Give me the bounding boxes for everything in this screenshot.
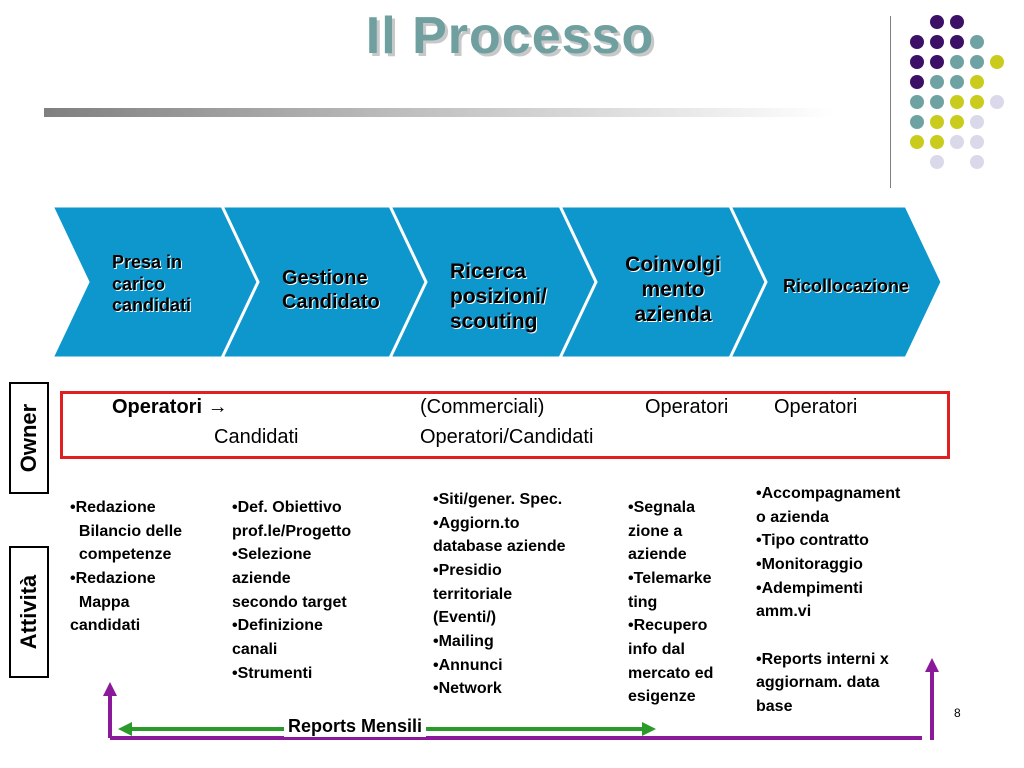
decorative-dot xyxy=(970,95,984,109)
activities-side-label: Attività xyxy=(16,574,41,650)
title-underline-bar xyxy=(44,108,834,117)
decorative-dot xyxy=(950,35,964,49)
decorative-dot xyxy=(930,155,944,169)
decorative-dot xyxy=(950,55,964,69)
activities-side-label-box: Attività xyxy=(9,546,49,678)
owner-operatori-candidati: Operatori/Candidati xyxy=(420,426,594,448)
activity-list-ricerca-posizioni: •Siti/gener. Spec. •Aggiorn.to database … xyxy=(433,491,566,698)
decorative-dot xyxy=(990,95,1004,109)
owner-operatori-1: Operatori xyxy=(645,396,729,418)
reports-mensili-label: Reports Mensili xyxy=(284,716,427,737)
page-number: 8 xyxy=(954,706,961,720)
green-arrow-left-head xyxy=(118,722,132,736)
decorative-dot xyxy=(970,55,984,69)
activity-list-presa-in-carico: •Redazione Bilancio delle competenze •Re… xyxy=(70,499,183,635)
decorative-dot xyxy=(910,35,924,49)
activity-list-ricollocazione: •Accompagnament o azienda •Tipo contratt… xyxy=(756,485,901,716)
decorative-dot xyxy=(950,15,964,29)
activity-list-coinvolgimento: •Segnala zione a aziende •Telemarke ting… xyxy=(628,499,714,706)
decorative-dot xyxy=(930,115,944,129)
activity-list-gestione-candidato: •Def. Obiettivo prof.le/Progetto •Selezi… xyxy=(232,499,352,682)
decorative-dot xyxy=(970,115,984,129)
slide-title: Il Processo xyxy=(365,7,655,65)
purple-arrow-left-head xyxy=(103,682,117,696)
purple-arrow-right-head xyxy=(925,658,939,672)
decorative-dot xyxy=(930,75,944,89)
owner-commerciali: (Commerciali) xyxy=(420,396,545,418)
step-label-ricollocazione: Ricollocazione xyxy=(783,276,910,296)
decorative-dot-grid xyxy=(910,15,1004,169)
decorative-dot xyxy=(950,75,964,89)
decorative-dot xyxy=(970,135,984,149)
decorative-dot xyxy=(970,35,984,49)
owner-candidati: Candidati xyxy=(214,426,299,448)
green-arrow-right-head xyxy=(642,722,656,736)
decorative-dot xyxy=(950,95,964,109)
owner-operatori-arrow: Operatori → xyxy=(112,396,228,418)
decorative-dot xyxy=(970,75,984,89)
decorative-dot xyxy=(950,115,964,129)
process-chevron-5 xyxy=(727,204,944,360)
owners-highlight-box xyxy=(60,391,950,459)
decorative-dot xyxy=(930,95,944,109)
decorative-dot xyxy=(910,135,924,149)
owner-operatori-2: Operatori xyxy=(774,396,858,418)
decorative-dot xyxy=(990,55,1004,69)
decorative-dot xyxy=(910,55,924,69)
decorative-dot xyxy=(910,95,924,109)
decorative-dot xyxy=(910,75,924,89)
decorative-dot xyxy=(910,115,924,129)
decorative-dot xyxy=(930,35,944,49)
owner-side-label-box: Owner xyxy=(9,382,49,494)
decorative-dot xyxy=(930,55,944,69)
decorative-dot xyxy=(950,135,964,149)
decorative-dot xyxy=(930,15,944,29)
header-divider-line xyxy=(890,16,891,188)
decorative-dot xyxy=(930,135,944,149)
owner-side-label: Owner xyxy=(16,403,41,473)
decorative-dot xyxy=(970,155,984,169)
process-chevron-flow xyxy=(49,204,944,360)
